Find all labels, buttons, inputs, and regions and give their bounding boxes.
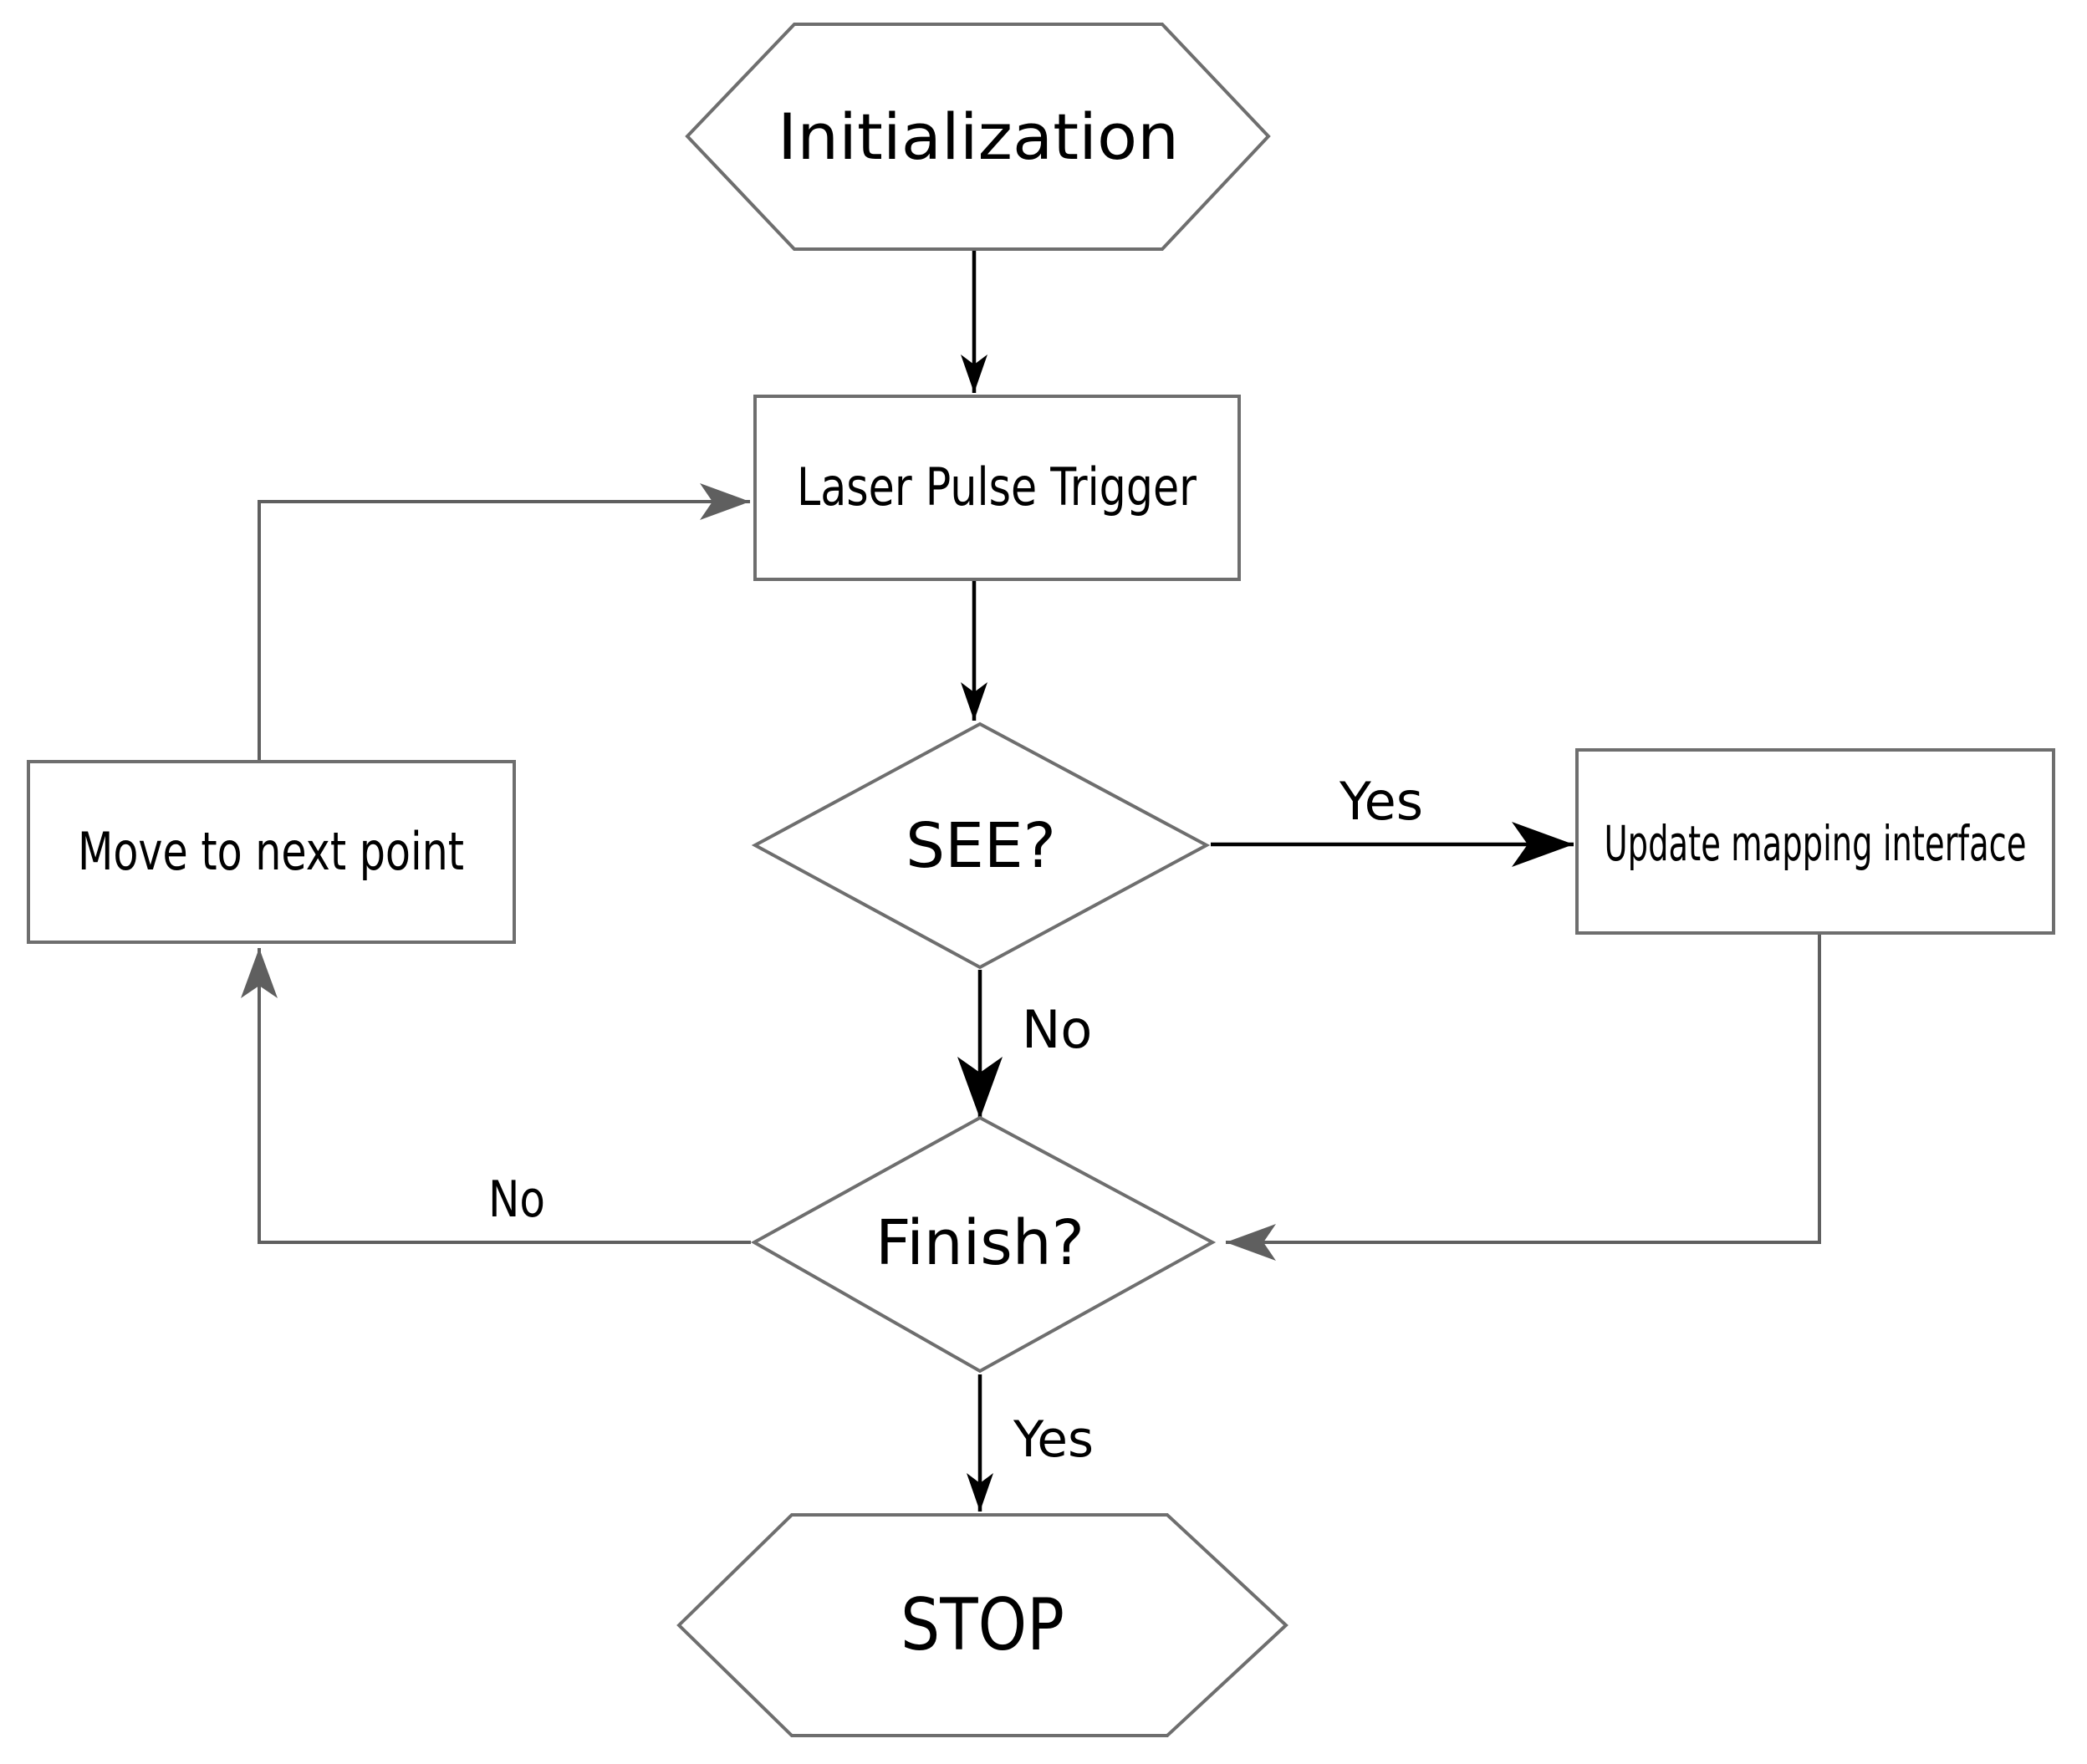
node-stop-hexagon <box>676 1513 1288 1737</box>
node-finish-label: Finish? <box>875 1207 1084 1279</box>
node-stop-label: STOP <box>901 1583 1064 1667</box>
connector-update-to-finish <box>1226 933 1821 1261</box>
edge-label-see-no: No <box>1022 999 1092 1060</box>
node-see-label: SEE? <box>906 810 1056 882</box>
node-move-to-next-point-label: Move to next point <box>78 821 464 882</box>
edge-label-finish-no: No <box>488 1170 545 1229</box>
node-initialization-hexagon <box>685 23 1271 251</box>
node-laser-pulse-trigger-rect <box>753 395 1241 581</box>
node-update-mapping-interface-label: Update mapping interface <box>1605 815 2027 872</box>
edge-label-see-yes: Yes <box>1339 771 1423 832</box>
node-laser-pulse-trigger-label: Laser Pulse Trigger <box>797 456 1197 517</box>
node-initialization-label: Initialization <box>778 99 1179 174</box>
edge-label-finish-yes: Yes <box>1013 1410 1094 1469</box>
node-update-mapping-interface-rect <box>1575 748 2055 935</box>
connector-move-to-laser <box>258 483 750 761</box>
node-move-to-next-point-rect <box>27 760 516 944</box>
node-finish-diamond <box>750 1115 1217 1374</box>
connector-finish-no-to-move <box>241 948 751 1244</box>
node-see-diamond <box>751 721 1211 970</box>
